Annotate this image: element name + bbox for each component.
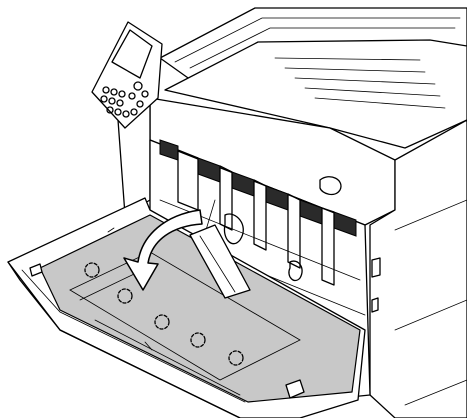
control-panel: [91, 21, 163, 129]
printer-body: [117, 7, 467, 418]
cover-arm: [189, 224, 251, 299]
rotation-arrow-icon: [123, 209, 203, 291]
keypad-buttons: [100, 81, 149, 118]
front-cover-open: [7, 197, 366, 418]
front-cover-inner-gray-area: [39, 214, 361, 403]
